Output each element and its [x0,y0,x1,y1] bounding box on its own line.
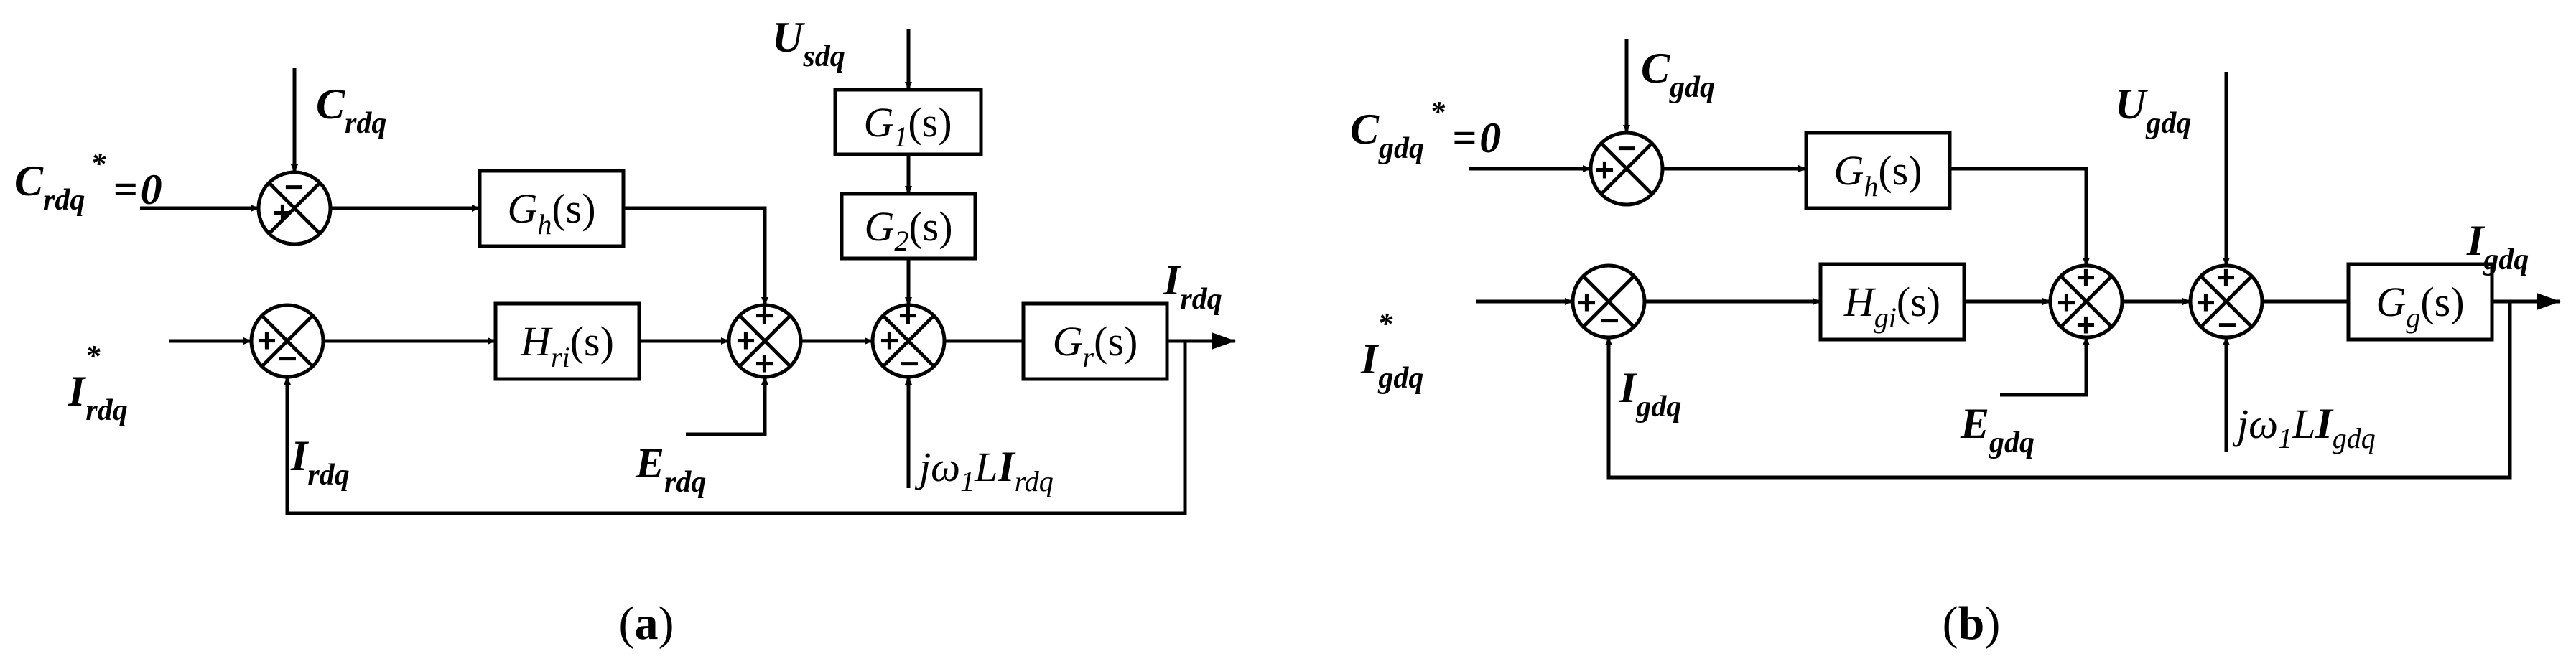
caption-b: (b) [1943,597,2001,650]
u-gdq-label-b: Ugdq [2115,80,2191,140]
i-feedback-label-a: Irdq [290,432,350,492]
wires-a [140,29,1236,515]
block-gh-a: Gh(s) [478,169,626,248]
block-gg-b: Gg(s) [2346,262,2494,342]
coupling-term-label-b: jω1LIgdq [2232,400,2376,454]
svg-text:Hgi(s): Hgi(s) [1843,279,1940,334]
block-hri-a: Hri(s) [493,301,641,381]
plus-sign: + [2196,284,2215,321]
plus-sign: + [880,322,899,359]
minus-sign: − [1617,129,1637,167]
i-feedback-label-b: Igdq [1619,364,1681,424]
minus-sign: − [278,340,297,377]
summing-junction-c-a: + − [256,168,333,246]
minus-sign: − [284,168,304,205]
c-feedback-label-b: Cgdq [1641,45,1715,104]
summing-junction-c-b: + − [1589,129,1665,207]
plus-sign: + [1577,284,1596,321]
plus-sign: + [2057,284,2076,321]
u-sdq-label-a: Usdq [772,14,845,73]
svg-text:G1(s): G1(s) [863,99,952,153]
summing-junction-i-a: + − [249,303,325,379]
plus-sign: + [257,322,276,359]
svg-text:Gg(s): Gg(s) [2376,279,2464,334]
plus-sign: + [1595,151,1614,188]
c-ref-label-a: Crdq*=0 [14,148,162,217]
block-hgi-b: Hgi(s) [1818,262,1966,342]
summing-junction-output-b: + + − [2188,258,2264,343]
c-feedback-label-a: Crdq [316,80,386,140]
coupling-term-label-a: jω1LIrdq [914,443,1054,497]
plus-sign: + [736,322,755,359]
block-g1-a: G1(s) [833,88,983,156]
wires-b [1469,39,2561,480]
i-ref-label-b: I*gdq [1360,308,1423,395]
svg-text:G2(s): G2(s) [864,203,952,257]
e-gdq-label-b: Egdq [1960,400,2035,459]
e-rdq-label-a: Erdq [635,439,706,499]
minus-sign: − [900,345,919,382]
svg-text:Gh(s): Gh(s) [507,185,595,240]
summing-junction-combine-b: + + + [2048,258,2124,343]
i-output-label-a: Irdq [1163,256,1222,316]
svg-text:Gr(s): Gr(s) [1053,318,1138,373]
panel-a: + − + − + + + + + − [14,14,1236,650]
svg-text:Gh(s): Gh(s) [1833,147,1922,202]
block-g2-a: G2(s) [840,192,977,261]
plus-sign: + [755,345,774,382]
plus-sign: + [273,194,292,231]
c-ref-label-b: Cgdq*=0 [1350,96,1501,165]
svg-text:Hri(s): Hri(s) [520,318,614,373]
summing-junction-combine-a: + + + [727,296,803,382]
i-ref-label-a: I*rdq [68,340,128,427]
minus-sign: − [1600,301,1619,339]
summing-junction-i-b: + − [1571,263,1647,340]
i-output-label-b: Igdq [2466,217,2529,276]
caption-a: (a) [619,597,674,650]
panel-b: + − + − + + + + + − Gh(s) [1350,39,2561,650]
block-gr-a: Gr(s) [1021,301,1169,381]
block-gh-b: Gh(s) [1804,131,1952,210]
summing-junction-output-a: + + − [870,296,947,382]
